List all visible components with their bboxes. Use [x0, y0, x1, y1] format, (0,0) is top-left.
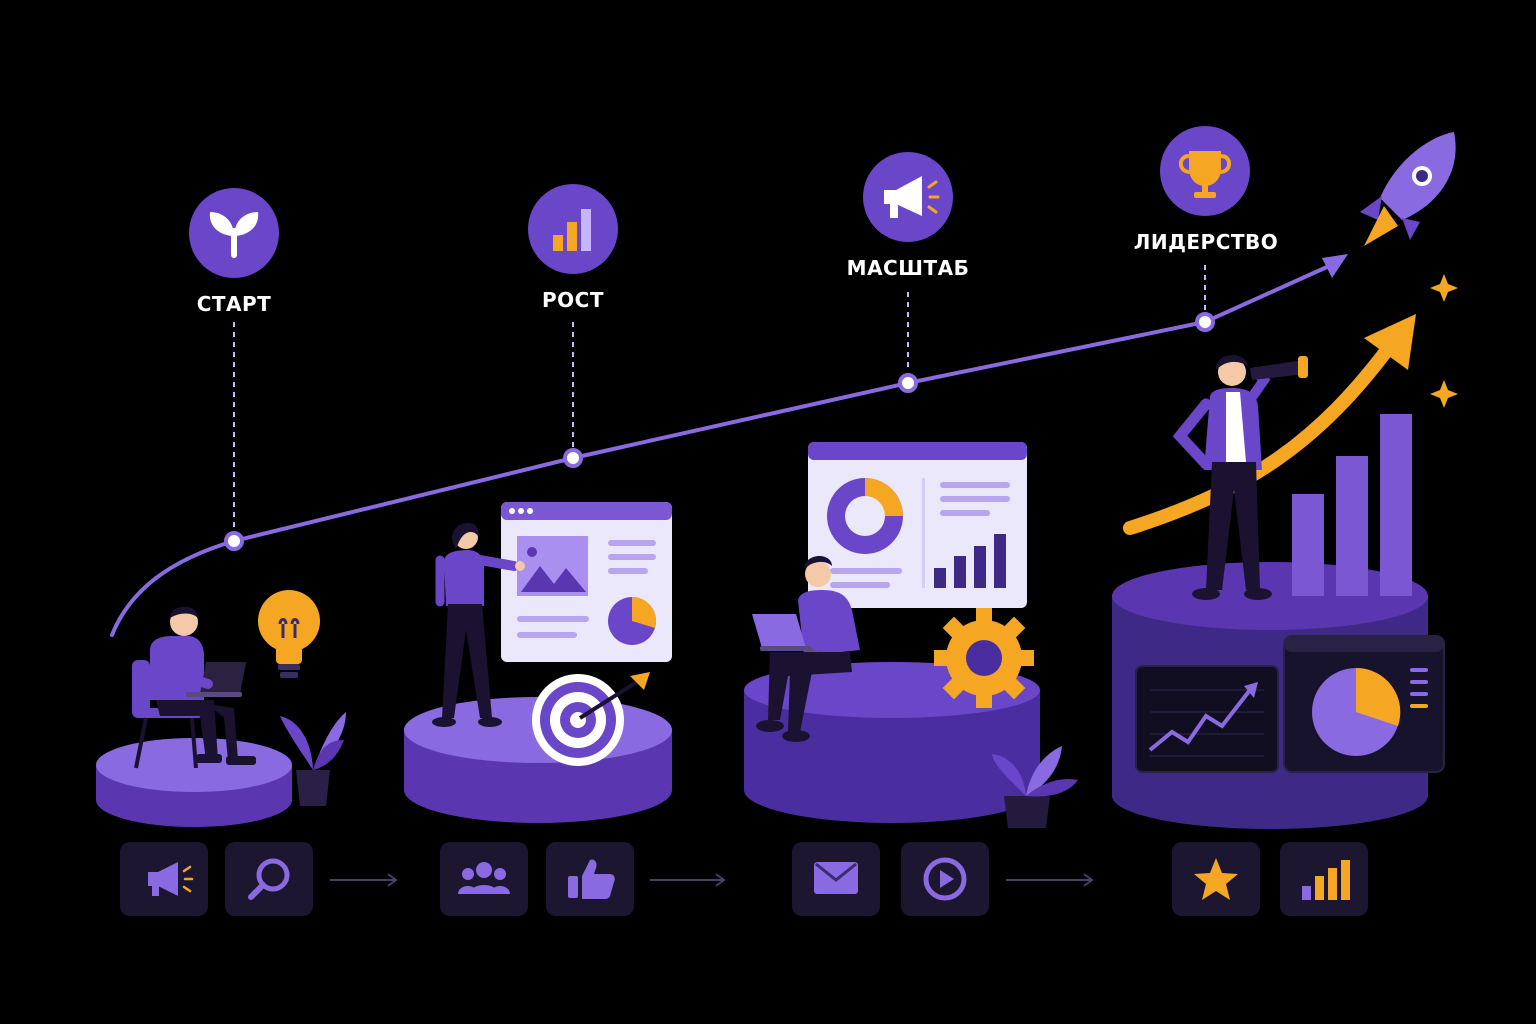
line-chart-panel: [1135, 665, 1279, 773]
pie-chart-panel: [1283, 635, 1445, 773]
milestone-dot: [1195, 312, 1215, 332]
tile-play: [901, 842, 989, 916]
megaphone-icon: [884, 176, 940, 218]
bar-chart-icon: [553, 209, 591, 251]
presenting-woman: [432, 522, 525, 727]
search-icon: [248, 858, 290, 900]
sprout-icon: [209, 212, 259, 258]
path-arrowhead-icon: [1322, 254, 1348, 278]
stage-icon-scale: [863, 152, 953, 242]
gear-icon: [934, 608, 1034, 708]
thumbs-up-icon: [568, 859, 615, 899]
stage-label-leadership: ЛИДЕРСТВО: [1133, 230, 1279, 254]
milestone-dots: [224, 312, 1215, 551]
milestone-dot: [563, 448, 583, 468]
tile-bar-chart: [1280, 842, 1368, 916]
users-icon: [458, 862, 510, 894]
bar-chart-icon: [1302, 860, 1350, 900]
tile-users: [440, 842, 528, 916]
megaphone-icon: [148, 862, 194, 896]
sparkle-icon: [1430, 274, 1458, 408]
tile-megaphone: [120, 842, 208, 916]
potted-plant: [280, 712, 346, 806]
tile-mail: [792, 842, 880, 916]
trend-arrow: [1123, 314, 1416, 535]
flow-arrows: [330, 873, 1094, 887]
stage-icon-growth: [528, 184, 618, 274]
potted-plant: [992, 746, 1078, 828]
milestone-dot: [898, 373, 918, 393]
stage-label-start: СТАРТ: [196, 292, 272, 316]
dashboard-board: [808, 442, 1027, 608]
tile-thumbs-up: [546, 842, 634, 916]
seated-man-with-laptop: [752, 555, 860, 742]
tile-star: [1172, 842, 1260, 916]
target-icon: [532, 672, 650, 766]
stage-connectors: [233, 265, 1206, 530]
leader-with-telescope: [1172, 355, 1308, 600]
pedestal-scale: [744, 662, 1040, 823]
presentation-board: [501, 502, 672, 662]
lightbulb-icon: [258, 590, 320, 678]
stage-label-growth: РОСТ: [542, 288, 604, 312]
growth-bar-chart: [1292, 414, 1412, 596]
mail-icon: [814, 862, 858, 894]
person-with-laptop: [132, 606, 256, 769]
trophy-icon: [1178, 151, 1232, 198]
stage-label-scale: МАСШТАБ: [846, 256, 970, 280]
tile-search: [225, 842, 313, 916]
play-icon: [923, 857, 967, 901]
stage-icon-start: [189, 188, 279, 278]
growth-path: [110, 260, 1340, 637]
rocket-icon: [1360, 132, 1456, 246]
star-icon: [1194, 858, 1238, 900]
stage-icon-leadership: [1160, 126, 1250, 216]
milestone-dot: [224, 531, 244, 551]
